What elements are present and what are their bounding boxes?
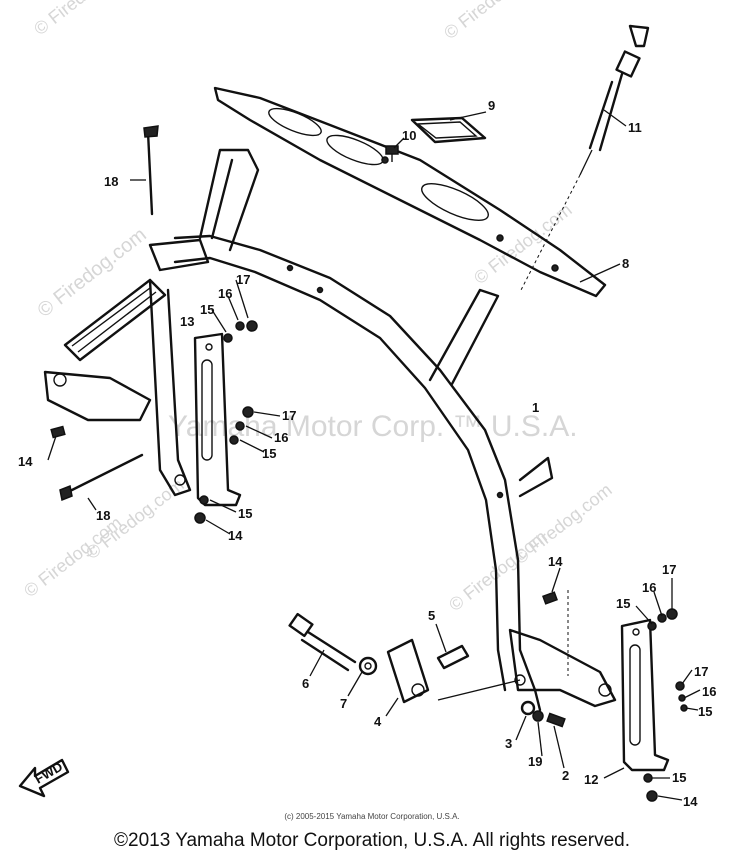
callout-17-left-middle: 17 <box>282 408 296 423</box>
part-18-rod-top <box>143 125 159 216</box>
callout-11: 11 <box>628 120 642 135</box>
callout-19: 19 <box>528 754 542 769</box>
callout-numbers: 1 2 3 4 5 6 7 8 9 10 11 12 13 14 15 16 1… <box>18 98 716 809</box>
part-4-clamp <box>386 638 430 704</box>
callout-7: 7 <box>340 696 347 711</box>
callout-5: 5 <box>428 608 435 623</box>
callout-14-right: 14 <box>683 794 698 809</box>
callout-15-left-top: 15 <box>200 302 214 317</box>
callout-16-left-top: 16 <box>218 286 232 301</box>
watermark-tile-2: © Firedog.com <box>440 0 546 43</box>
callout-17-left-top: 17 <box>236 272 250 287</box>
part-8-dash-panel <box>213 86 607 298</box>
watermark-tile-1: © Firedog.com <box>30 0 136 39</box>
callout-15-left-middle: 15 <box>262 446 276 461</box>
fwd-arrow-icon: FWD <box>18 758 70 798</box>
callout-4: 4 <box>374 714 382 729</box>
callout-14-left: 14 <box>18 454 33 469</box>
part-6-bolt <box>288 612 357 672</box>
copyright-small: (c) 2005-2015 Yamaha Motor Corporation, … <box>284 812 460 821</box>
callout-6: 6 <box>302 676 309 691</box>
right-bracket <box>437 590 617 708</box>
callout-16-right-top: 16 <box>642 580 656 595</box>
callout-2: 2 <box>562 768 569 783</box>
callout-18-top: 18 <box>104 174 118 189</box>
left-hardware <box>50 320 258 524</box>
watermark-center: Yamaha Motor Corp. ™ U.S.A. <box>168 410 578 443</box>
callout-1: 1 <box>532 400 539 415</box>
callout-15-left-bottom: 15 <box>238 506 252 521</box>
callout-14-left-bottom: 14 <box>228 528 243 543</box>
part-9-cover <box>410 116 487 144</box>
part-11-cable <box>519 24 650 293</box>
callout-10: 10 <box>402 128 416 143</box>
part-1-frame <box>173 148 554 712</box>
callout-15-right-top: 15 <box>616 596 630 611</box>
leader-lines <box>47 109 701 801</box>
callout-12: 12 <box>584 772 598 787</box>
part-7-washer <box>358 656 378 676</box>
watermark-site-left: © Firedog.com <box>34 224 151 322</box>
callout-18-bottom: 18 <box>96 508 110 523</box>
callout-9: 9 <box>488 98 495 113</box>
part-13-left-footrest <box>193 332 242 507</box>
callout-3: 3 <box>505 736 512 751</box>
callout-17-right-top: 17 <box>662 562 676 577</box>
copyright-main: ©2013 Yamaha Motor Corporation, U.S.A. A… <box>114 830 630 851</box>
callout-13: 13 <box>180 314 194 329</box>
part-18-rod-bottom <box>59 453 144 502</box>
callout-14-right-top: 14 <box>548 554 563 569</box>
right-hardware <box>520 591 688 802</box>
callout-8: 8 <box>622 256 629 271</box>
callout-17-right-middle: 17 <box>694 664 708 679</box>
part-12-right-footrest <box>620 618 670 772</box>
callout-16-left-middle: 16 <box>274 430 288 445</box>
callout-16-right-middle: 16 <box>702 684 716 699</box>
part-10-screw <box>385 145 399 162</box>
callout-15-right-bottom: 15 <box>672 770 686 785</box>
part-5-pin <box>436 644 470 670</box>
left-bracket <box>43 238 210 497</box>
callout-15-right-middle: 15 <box>698 704 712 719</box>
